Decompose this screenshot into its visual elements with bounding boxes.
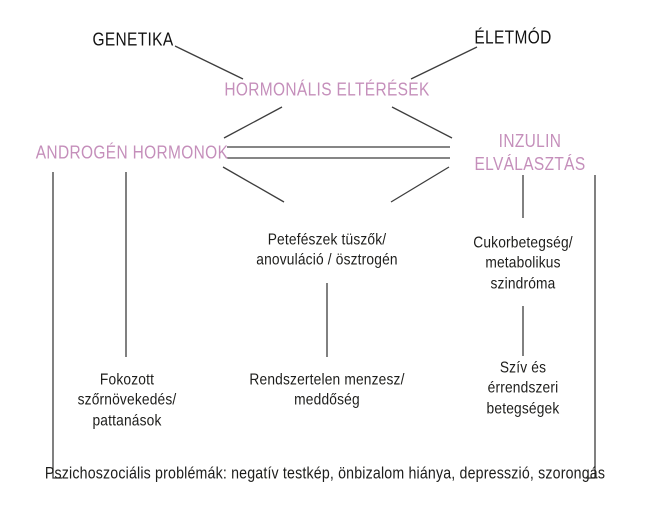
node-irregular-menses-infertility: Rendszertelen menzesz/ meddőség [249, 371, 405, 409]
node-hair-growth-acne: Fokozott szőrnövekedés/ pattanások [77, 371, 177, 430]
connector-eletmod-hormonalis [410, 46, 478, 80]
node-cardiovascular-diseases: Szív és érrendszeri betegségek [486, 359, 560, 418]
node-ovarian-follicles: Petefészek tüszők/ anovuláció / ösztrogé… [256, 231, 398, 269]
connector-androgen-petefeszek [222, 166, 285, 203]
node-lifestyle: ÉLETMÓD [474, 27, 552, 48]
node-diabetes-metabolic-syndrome: Cukorbetegség/ metabolikus szindróma [473, 234, 573, 293]
connector-genetika-hormonalis [174, 45, 244, 80]
node-insulin-secretion: INZULIN ELVÁLASZTÁS [474, 130, 586, 174]
connector-hormonalis-androgen [223, 106, 283, 139]
connector-inzulin-petefeszek [390, 166, 450, 203]
connector-hormonalis-inzulin [391, 106, 453, 139]
node-psychosocial-problems: Pszichoszociális problémák: negatív test… [44, 464, 606, 483]
node-genetics: GENETIKA [92, 29, 174, 50]
node-hormonal-differences: HORMONÁLIS ELTÉRÉSEK [224, 79, 430, 100]
bracket-right [586, 175, 596, 479]
node-androgen-hormones: ANDROGÉN HORMONOK [35, 142, 229, 163]
bracket-left [52, 172, 62, 479]
